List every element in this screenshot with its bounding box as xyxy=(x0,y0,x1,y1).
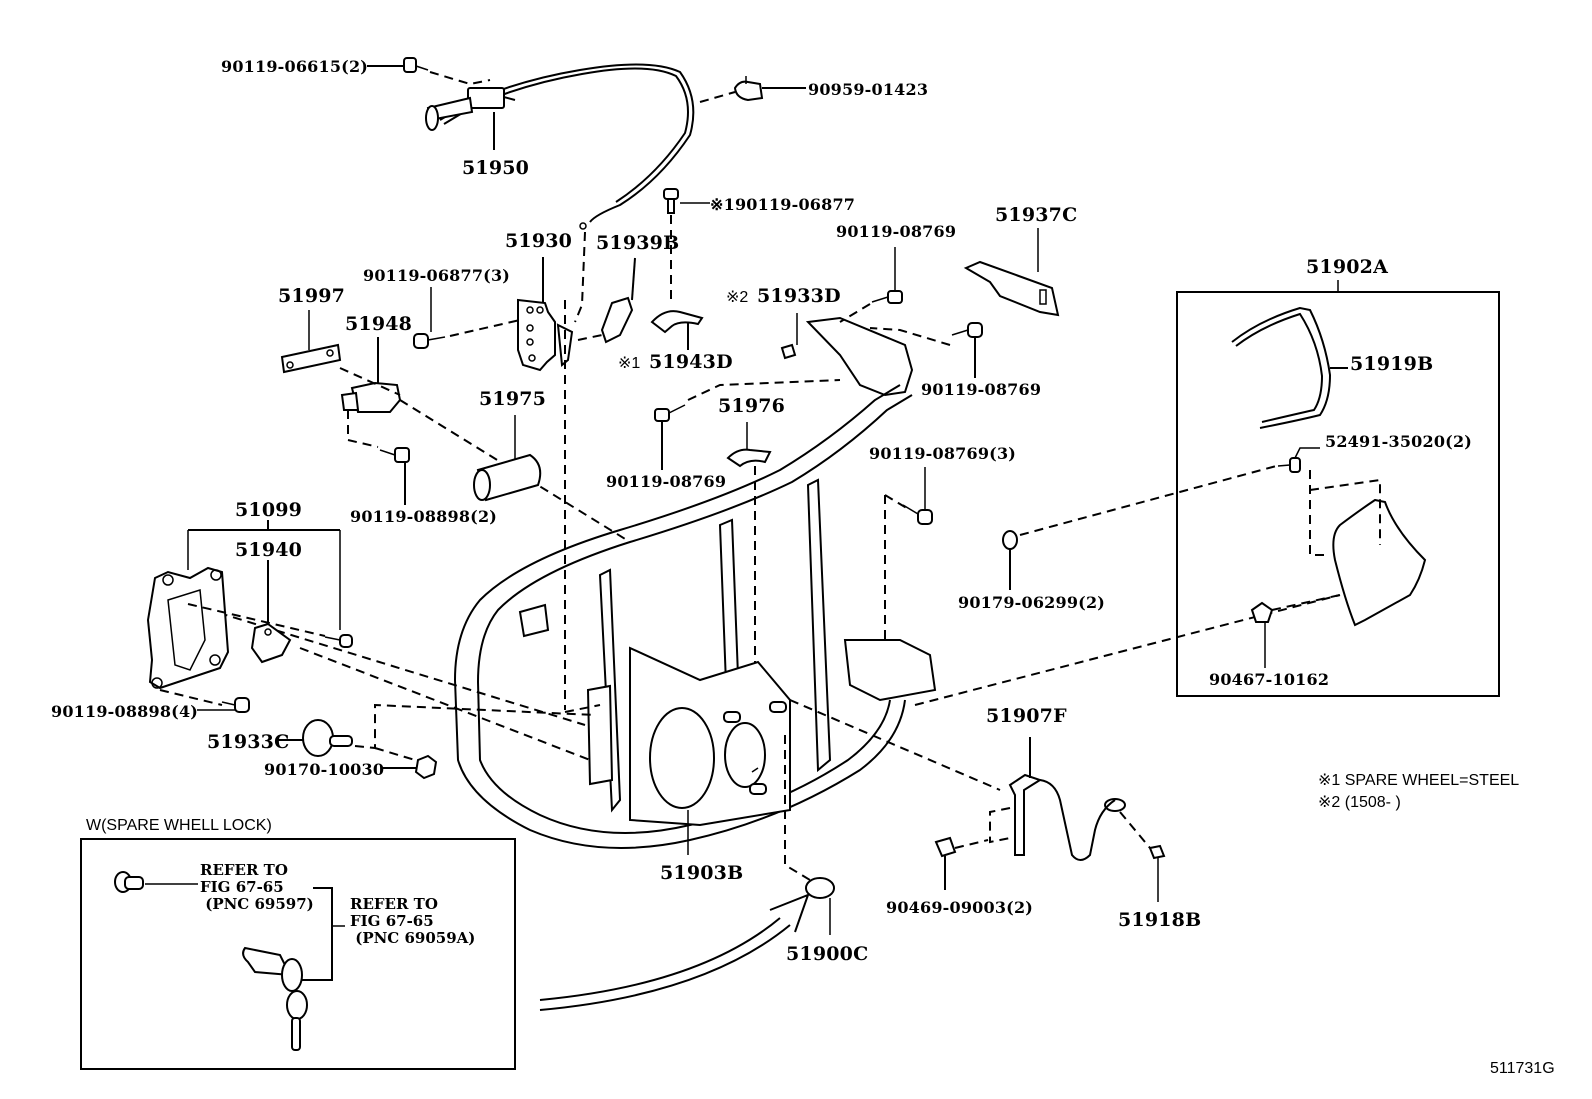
label-51997[interactable]: 51997 xyxy=(278,285,346,307)
label-90119-08769-c[interactable]: 90119-08769 xyxy=(606,472,727,491)
carrier-frame-51903B[interactable] xyxy=(453,384,937,849)
cover-piece[interactable] xyxy=(1332,498,1427,627)
label-51902A[interactable]: 51902A xyxy=(1306,256,1389,278)
bolt-90119-08769-3[interactable] xyxy=(902,504,933,525)
refer-note-1[interactable]: REFER TO FIG 67-65 (PNC 69597) xyxy=(200,861,314,913)
screw-51099[interactable] xyxy=(324,634,353,648)
lock-cylinder-51900C[interactable] xyxy=(805,877,835,899)
bumper-51933C[interactable] xyxy=(302,719,353,757)
bolt-90119-06615[interactable] xyxy=(403,57,429,73)
hook-51907F[interactable] xyxy=(1008,773,1126,861)
label-51937C[interactable]: 51937C xyxy=(995,204,1078,226)
part-51939B[interactable] xyxy=(600,296,634,344)
footnote-2: ※2 (1508- ) xyxy=(1318,794,1401,811)
bolt-90119-08769-a[interactable] xyxy=(871,290,903,304)
bolt-90119-08769-b[interactable] xyxy=(951,322,983,338)
label-90119-06877-s1[interactable]: ※190119-06877 xyxy=(710,195,856,214)
figure-id: 511731G xyxy=(1490,1060,1555,1077)
label-51933D[interactable]: 51933D xyxy=(757,285,841,307)
clip-90469-09003[interactable] xyxy=(934,836,957,858)
label-90119-06877[interactable]: 90119-06877(3) xyxy=(363,266,511,285)
bolt-90119-06877-s1[interactable] xyxy=(663,188,679,214)
bracket-51930[interactable] xyxy=(517,298,574,372)
bolt-90119-06877[interactable] xyxy=(413,333,446,349)
lock-nut-icon xyxy=(114,871,144,893)
bar-51919B[interactable] xyxy=(1231,306,1332,429)
bolt-90119-08769-c[interactable] xyxy=(654,404,686,422)
label-90119-08898-4[interactable]: 90119-08898(4) xyxy=(51,702,199,721)
label-51975[interactable]: 51975 xyxy=(479,388,547,410)
label-90467-10162[interactable]: 90467-10162 xyxy=(1209,670,1330,689)
tube-51975[interactable] xyxy=(473,453,542,502)
label-51943D[interactable]: 51943D xyxy=(649,351,733,373)
label-90179-06299[interactable]: 90179-06299(2) xyxy=(958,593,1106,612)
nut-90179-06299[interactable] xyxy=(1002,530,1018,550)
label-90119-08769-b[interactable]: 90119-08769 xyxy=(921,380,1042,399)
bracket-51933D[interactable] xyxy=(780,316,914,397)
plate-51997[interactable] xyxy=(280,343,342,374)
bolt-90119-08898-4[interactable] xyxy=(221,697,250,713)
release-cable-51950[interactable] xyxy=(425,63,695,230)
label-51918B[interactable]: 51918B xyxy=(1118,909,1202,931)
spare-lock-box-title: W(SPARE WHELL LOCK) xyxy=(86,817,272,834)
label-51930[interactable]: 51930 xyxy=(505,230,573,252)
striker-plate-51099[interactable] xyxy=(146,566,230,690)
label-90119-08769-a[interactable]: 90119-08769 xyxy=(836,222,957,241)
label-90469-09003[interactable]: 90469-09003(2) xyxy=(886,898,1034,917)
arrow-indicator xyxy=(539,893,810,1011)
label-51939B[interactable]: 51939B xyxy=(596,232,680,254)
refer-note-2[interactable]: REFER TO FIG 67-65 (PNC 69059A) xyxy=(350,895,476,947)
label-52491-35020[interactable]: 52491-35020(2) xyxy=(1325,432,1473,451)
part-51948[interactable] xyxy=(340,381,402,413)
cover-51937C[interactable] xyxy=(963,260,1060,317)
label-51933D-mark: ※2 xyxy=(726,289,749,306)
assembly-box-51902A xyxy=(1176,291,1500,697)
label-51907F[interactable]: 51907F xyxy=(986,705,1067,727)
label-51933C[interactable]: 51933C xyxy=(207,731,290,753)
label-51943D-mark: ※1 xyxy=(618,355,641,372)
label-51948[interactable]: 51948 xyxy=(345,313,413,335)
label-90119-08769-3[interactable]: 90119-08769(3) xyxy=(869,444,1017,463)
part-51943D[interactable] xyxy=(650,310,704,334)
label-51099[interactable]: 51099 xyxy=(235,499,303,521)
label-90119-08898-2[interactable]: 90119-08898(2) xyxy=(350,507,498,526)
spare-lock-box xyxy=(80,838,516,1070)
clamp-90959-01423[interactable] xyxy=(733,76,764,102)
label-51940[interactable]: 51940 xyxy=(235,539,303,561)
label-90170-10030[interactable]: 90170-10030 xyxy=(264,760,385,779)
label-51903B[interactable]: 51903B xyxy=(660,862,744,884)
clip-90467-10162[interactable] xyxy=(1250,601,1274,623)
footnote-1: ※1 SPARE WHEEL=STEEL xyxy=(1318,772,1520,789)
label-90119-06615[interactable]: 90119-06615(2) xyxy=(221,57,369,76)
part-51976[interactable] xyxy=(726,448,772,468)
bolt-90119-08898-2[interactable] xyxy=(379,447,410,463)
clip-51918B[interactable] xyxy=(1148,844,1166,860)
nut-90170-10030[interactable] xyxy=(414,754,438,780)
label-51976[interactable]: 51976 xyxy=(718,395,786,417)
lock-key-icon xyxy=(242,946,308,1051)
label-51900C[interactable]: 51900C xyxy=(786,943,869,965)
label-51919B[interactable]: 51919B xyxy=(1350,353,1434,375)
label-51950[interactable]: 51950 xyxy=(462,157,530,179)
striker-51940[interactable] xyxy=(250,622,292,664)
label-90959-01423[interactable]: 90959-01423 xyxy=(808,80,929,99)
